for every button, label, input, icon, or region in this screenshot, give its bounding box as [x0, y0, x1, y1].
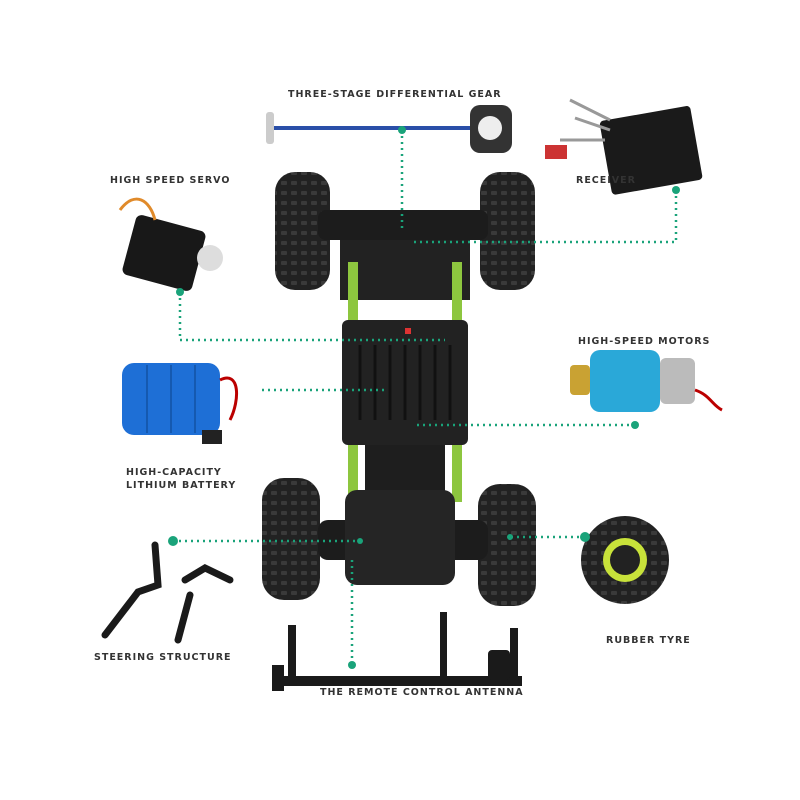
label-differential-gear: THREE-STAGE DIFFERENTIAL GEAR [288, 89, 502, 100]
connector-lines [173, 130, 678, 665]
servo-illustration [118, 197, 223, 291]
tyre-illustration [581, 516, 669, 604]
label-servo: HIGH SPEED SERVO [110, 175, 231, 186]
label-antenna: THE REMOTE CONTROL ANTENNA [320, 687, 524, 698]
battery-illustration [122, 363, 239, 444]
car-wheels [262, 172, 536, 606]
label-battery-line2: LITHIUM BATTERY [126, 480, 237, 491]
label-receiver: RECEIVER [576, 175, 636, 186]
car-chassis [318, 210, 488, 585]
label-tyre: RUBBER TYRE [606, 635, 691, 646]
antenna-illustration [272, 612, 522, 691]
label-steering: STEERING STRUCTURE [94, 652, 232, 663]
differential-gear-illustration [266, 105, 512, 153]
motor-illustration [570, 350, 723, 412]
label-battery-line1: HIGH-CAPACITY [126, 467, 222, 478]
label-motors: HIGH-SPEED MOTORS [578, 336, 711, 347]
receiver-illustration [545, 98, 703, 195]
connector-dots [168, 126, 680, 669]
steering-illustration [101, 541, 234, 644]
